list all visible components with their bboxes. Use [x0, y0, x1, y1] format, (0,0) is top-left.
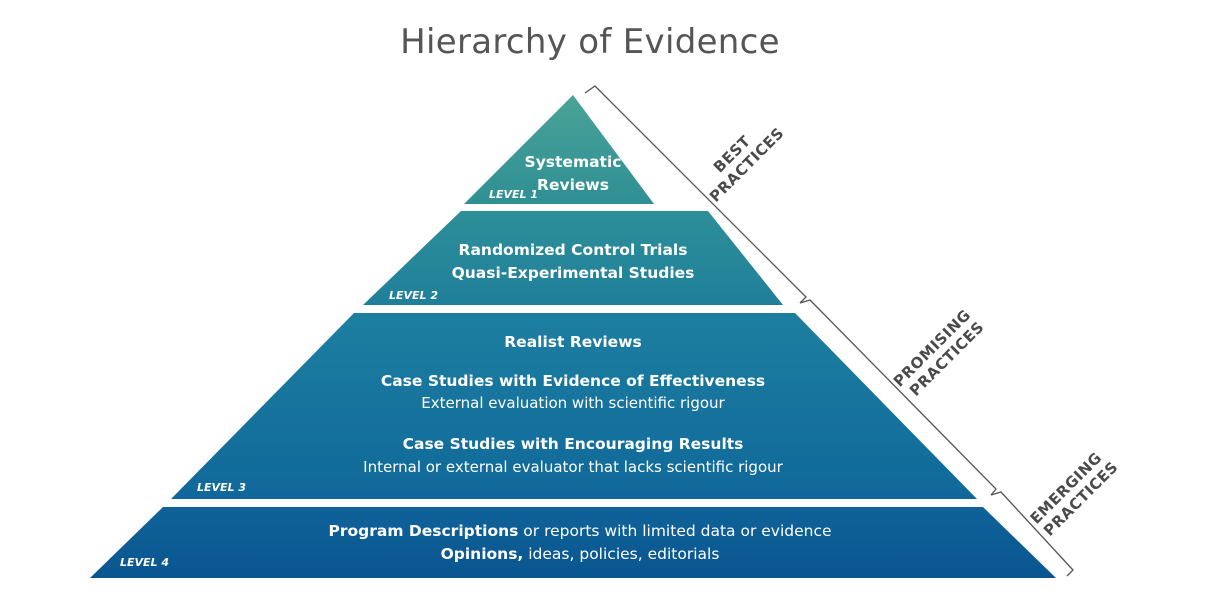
- level-3-realist-reviews: Realist Reviews: [504, 333, 642, 351]
- level-4-line-2-rest: ideas, policies, editorials: [523, 545, 719, 563]
- level-3-label: LEVEL 3: [197, 481, 246, 494]
- level-2-tier: [363, 211, 783, 305]
- level-1-label: LEVEL 1: [489, 188, 538, 201]
- diagram-title: Hierarchy of Evidence: [400, 22, 780, 62]
- best-practices-bracket: [584, 85, 807, 304]
- level-4-line-1-rest: or reports with limited data or evidence: [518, 522, 831, 540]
- level-4-tier: [90, 507, 1056, 578]
- level-4-label: LEVEL 4: [120, 556, 169, 569]
- level-4-line-1-bold: Program Descriptions: [328, 522, 518, 540]
- level-3-case-studies-effectiveness-desc: External evaluation with scientific rigo…: [421, 394, 725, 412]
- level-1-tier: [464, 95, 654, 204]
- level-2-label: LEVEL 2: [389, 289, 438, 302]
- level-4-line-2-bold: Opinions,: [441, 545, 524, 563]
- emerging-practices-bracket: [990, 491, 1074, 577]
- emerging-practices-label: EMERGING PRACTICES: [1027, 445, 1123, 541]
- level-1-line-2: Reviews: [537, 176, 609, 194]
- level-3-case-studies-effectiveness-title: Case Studies with Evidence of Effectiven…: [381, 372, 765, 390]
- level-3-case-studies-encouraging-title: Case Studies with Encouraging Results: [403, 435, 744, 453]
- level-4-line-1: Program Descriptions or reports with lim…: [328, 522, 831, 540]
- level-1-line-1: Systematic: [525, 153, 622, 171]
- promising-practices-label: PROMISING PRACTICES: [890, 302, 991, 403]
- level-3-case-studies-encouraging-desc: Internal or external evaluator that lack…: [363, 458, 783, 476]
- level-2-line-1: Randomized Control Trials: [459, 241, 688, 259]
- best-practices-label: BEST PRACTICES: [693, 111, 787, 205]
- level-4-line-2: Opinions, ideas, policies, editorials: [441, 545, 720, 563]
- promising-practices-bracket: [799, 299, 997, 496]
- level-2-line-2: Quasi-Experimental Studies: [452, 264, 695, 282]
- level-3-tier: [171, 313, 977, 499]
